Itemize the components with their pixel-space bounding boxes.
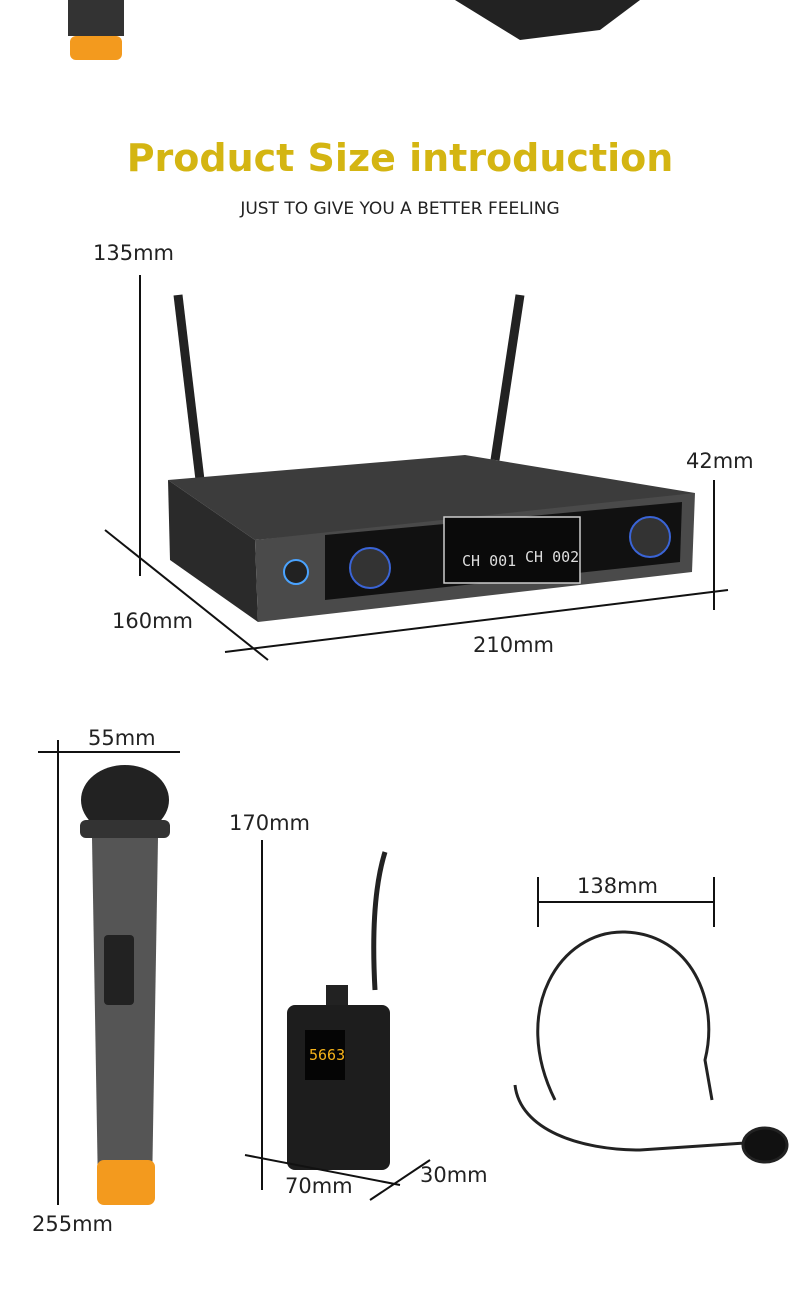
top-mic-partial — [68, 0, 124, 60]
bodypack-height-label: 170mm — [229, 811, 310, 835]
handheld-mic-illustration — [80, 765, 170, 1205]
receiver-height-label: 135mm — [93, 241, 174, 265]
lcd-channel-b: CH 002 — [525, 548, 579, 566]
page-subtitle: JUST TO GIVE YOU A BETTER FEELING — [240, 199, 560, 219]
top-device-partial — [455, 0, 640, 40]
bodypack-illustration: 5663 — [287, 851, 390, 1170]
receiver-body-height-label: 42mm — [686, 449, 754, 473]
bodypack-lcd: 5663 — [309, 1046, 345, 1064]
volume-knob-b — [629, 516, 671, 558]
bodypack-width-label: 70mm — [285, 1174, 353, 1198]
receiver-depth-label: 160mm — [112, 609, 193, 633]
receiver-dimension-lines — [104, 275, 729, 661]
page-title: Product Size introduction — [126, 136, 674, 180]
power-button-icon — [283, 559, 309, 585]
receiver-width-label: 210mm — [473, 633, 554, 657]
bodypack-depth-label: 30mm — [420, 1163, 488, 1187]
mic-width-label: 55mm — [88, 726, 156, 750]
mic-length-label: 255mm — [32, 1212, 113, 1236]
headset-width-label: 138mm — [577, 874, 658, 898]
receiver-illustration: CH 001 CH 002 — [168, 294, 695, 622]
lcd-channel-a: CH 001 — [462, 552, 516, 570]
volume-knob-a — [349, 547, 391, 589]
headset-illustration — [513, 930, 789, 1164]
